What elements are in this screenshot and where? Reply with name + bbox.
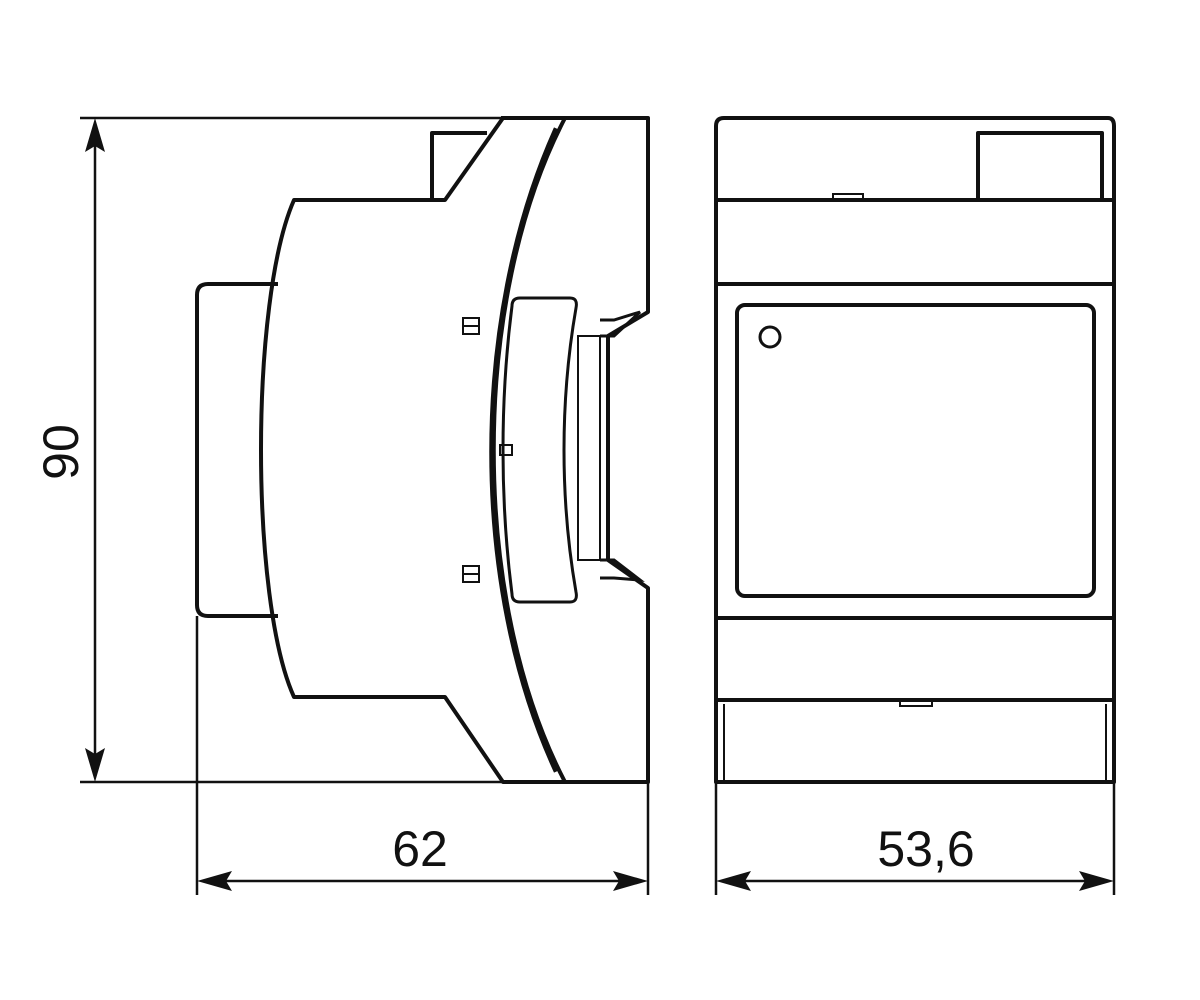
side-front-cover xyxy=(259,116,567,784)
front-top-tab xyxy=(832,193,864,201)
side-front-panel xyxy=(195,282,278,618)
front-width-value: 53,6 xyxy=(877,821,974,877)
side-view xyxy=(195,116,650,784)
side-inner-curve xyxy=(489,127,558,773)
side-din-hook-bottom xyxy=(600,558,645,582)
height-value: 90 xyxy=(33,424,89,480)
height-dimension: 90 xyxy=(33,116,565,784)
side-width-value: 62 xyxy=(392,821,448,877)
height-arrow-bottom xyxy=(85,748,105,782)
height-arrow-top xyxy=(85,118,105,152)
front-bottom-tab xyxy=(899,699,933,707)
front-display-panel xyxy=(735,303,1096,598)
led-indicator xyxy=(758,325,782,349)
side-marker-center xyxy=(499,444,513,456)
side-din-hook-top xyxy=(600,310,642,338)
side-width-arrow-left xyxy=(197,871,232,891)
front-width-arrow-left xyxy=(716,871,751,891)
side-width-arrow-right xyxy=(613,871,648,891)
front-view xyxy=(714,116,1116,784)
side-window xyxy=(501,296,578,604)
front-top-connector xyxy=(976,131,1104,202)
front-width-arrow-right xyxy=(1079,871,1114,891)
front-width-dimension: 53,6 xyxy=(714,782,1116,895)
front-outer-body xyxy=(714,116,1116,784)
side-rear-housing xyxy=(563,116,650,784)
side-width-dimension: 62 xyxy=(195,616,650,895)
side-din-clip xyxy=(577,335,601,561)
